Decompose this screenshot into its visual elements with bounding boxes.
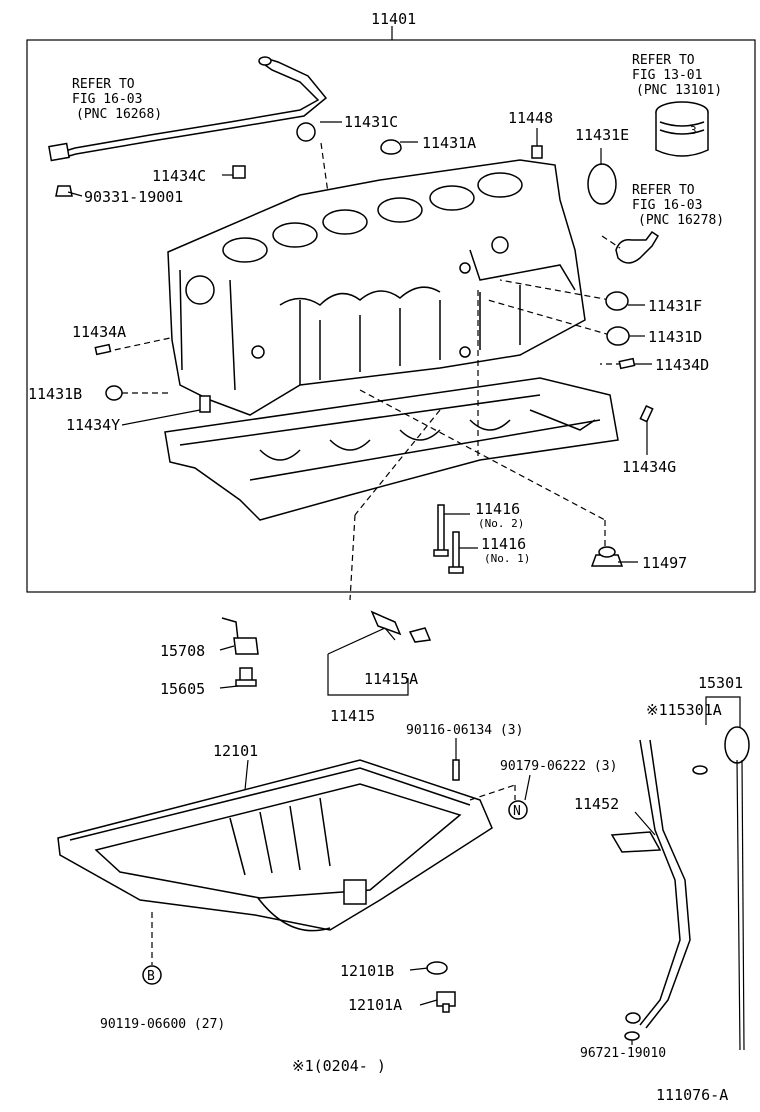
ref-16-03-b[interactable]: REFER TO FIG 16-03 (PNC 16278)	[632, 183, 724, 228]
label-15301[interactable]: 15301	[698, 674, 743, 692]
svg-text:(No. 1): (No. 1)	[484, 552, 530, 565]
label-11431D[interactable]: 11431D	[648, 328, 702, 346]
piston-drawing: 3	[655, 101, 709, 157]
cylinder-block-drawing	[167, 159, 586, 416]
svg-text:FIG 16-03: FIG 16-03	[632, 198, 702, 213]
leader-lines	[67, 121, 656, 1045]
label-11434Y[interactable]: 11434Y	[66, 416, 120, 434]
part-labels: 11431C 11431A 11448 11431E 11434C 90331-…	[28, 109, 743, 1061]
block-small-parts	[94, 291, 654, 574]
label-90116-06134[interactable]: 90116-06134 (3)	[406, 723, 523, 738]
label-11497[interactable]: 11497	[642, 554, 687, 572]
label-11416-no2[interactable]: 11416	[475, 500, 520, 518]
drain-plug-parts	[426, 961, 456, 1013]
svg-text:B: B	[147, 969, 155, 984]
label-90119-06600[interactable]: 90119-06600 (27)	[100, 1017, 225, 1032]
svg-text:REFER TO: REFER TO	[632, 183, 695, 198]
svg-text:FIG 13-01: FIG 13-01	[632, 68, 702, 83]
label-96721-19010[interactable]: 96721-19010	[580, 1046, 666, 1061]
label-115301A[interactable]: ※115301A	[646, 701, 722, 719]
dipstick-guide-drawing	[610, 739, 691, 1041]
label-15605[interactable]: 15605	[160, 680, 205, 698]
label-11431A[interactable]: 11431A	[422, 134, 476, 152]
label-11434A[interactable]: 11434A	[72, 323, 126, 341]
label-12101A[interactable]: 12101A	[348, 996, 402, 1014]
svg-text:(PNC 16278): (PNC 16278)	[638, 213, 724, 228]
label-12101B[interactable]: 12101B	[340, 962, 394, 980]
footnote: ※1(0204- )	[292, 1057, 386, 1075]
label-11434G[interactable]: 11434G	[622, 458, 676, 476]
label-11434C[interactable]: 11434C	[152, 167, 206, 185]
svg-text:3: 3	[690, 124, 697, 137]
svg-text:(PNC 16268): (PNC 16268)	[76, 107, 162, 122]
label-11431C[interactable]: 11431C	[344, 113, 398, 131]
oil-pipe-drawing	[48, 56, 328, 197]
lower-crankcase-drawing	[164, 377, 619, 521]
label-11416-no1[interactable]: 11416	[481, 535, 526, 553]
assembly-frame: 11401	[26, 10, 756, 593]
block-dashed-leaders	[104, 279, 622, 601]
label-90331-19001[interactable]: 90331-19001	[84, 188, 183, 206]
label-11452[interactable]: 11452	[574, 795, 619, 813]
circle-marker-n: N	[508, 800, 528, 820]
label-11431E[interactable]: 11431E	[575, 126, 629, 144]
ref-13-01[interactable]: REFER TO FIG 13-01 (PNC 13101)	[632, 53, 722, 98]
oil-pan-drawing	[57, 759, 516, 965]
label-11415[interactable]: 11415	[330, 707, 375, 725]
oil-jet-parts	[327, 610, 432, 696]
svg-text:REFER TO: REFER TO	[72, 77, 135, 92]
upper-small-parts	[232, 122, 617, 205]
svg-text:(No. 2): (No. 2)	[478, 517, 524, 530]
figure-code: 111076-A	[656, 1086, 728, 1104]
circle-marker-b: B	[142, 965, 162, 985]
svg-text:N: N	[513, 804, 521, 819]
assembly-number: 11401	[371, 10, 416, 28]
svg-text:(PNC 13101): (PNC 13101)	[636, 83, 722, 98]
label-11415A[interactable]: 11415A	[364, 670, 418, 688]
label-11431F[interactable]: 11431F	[648, 297, 702, 315]
label-11431B[interactable]: 11431B	[28, 385, 82, 403]
ref-16-03-a[interactable]: REFER TO FIG 16-03 (PNC 16268)	[72, 77, 162, 122]
elbow-fitting	[601, 230, 660, 264]
label-15708[interactable]: 15708	[160, 642, 205, 660]
oil-level-sensor-parts	[221, 617, 259, 687]
label-12101[interactable]: 12101	[213, 742, 258, 760]
label-90179-06222[interactable]: 90179-06222 (3)	[500, 759, 617, 774]
svg-text:FIG 16-03: FIG 16-03	[72, 92, 142, 107]
label-11448[interactable]: 11448	[508, 109, 553, 127]
svg-text:REFER TO: REFER TO	[632, 53, 695, 68]
dipstick-drawing	[692, 696, 750, 1051]
label-11434D[interactable]: 11434D	[655, 356, 709, 374]
